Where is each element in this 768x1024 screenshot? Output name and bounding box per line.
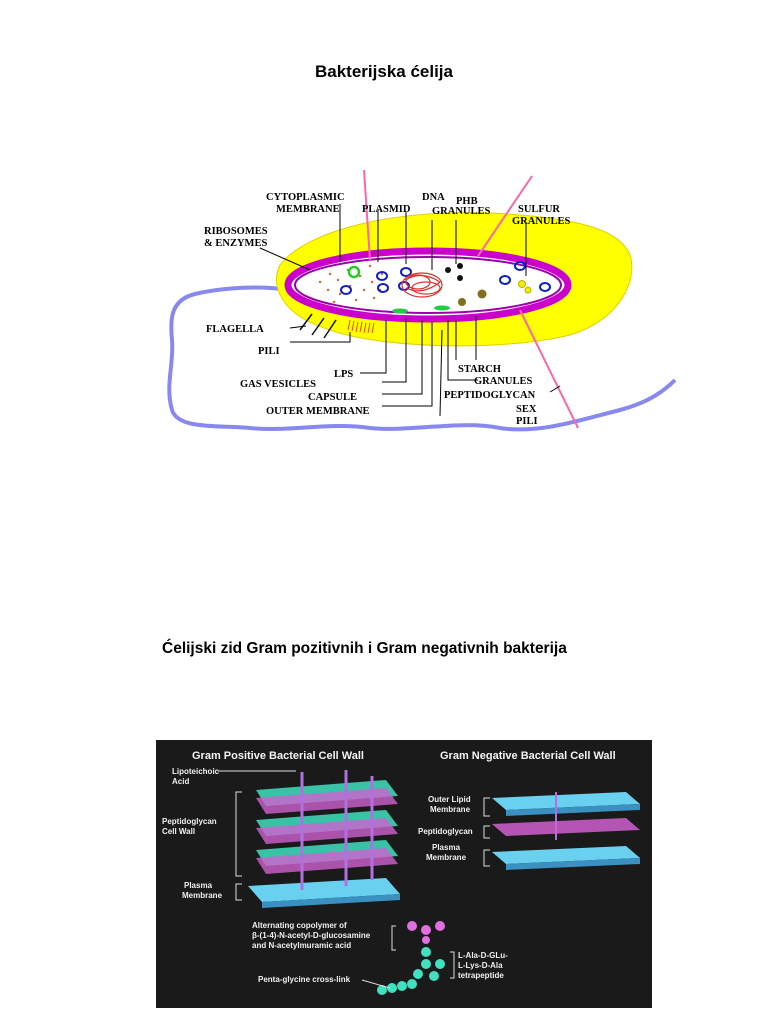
label-tetra-1: L-Ala-D-GLu- xyxy=(458,951,508,960)
label-flagella: FLAGELLA xyxy=(206,324,264,335)
green-plasmid xyxy=(347,265,361,279)
label-sex: SEX xyxy=(516,404,537,415)
pili xyxy=(299,313,337,339)
label-pentaglycine: Penta-glycine cross-link xyxy=(258,975,351,984)
label-copolymer-2: β-(1-4)-N-acetyl-D-glucosamine xyxy=(252,931,371,940)
label-cytoplasmic: CYTOPLASMIC xyxy=(266,192,345,203)
label-outer-membrane: OUTER MEMBRANE xyxy=(266,406,370,417)
label-plasma-1: Plasma xyxy=(184,881,213,890)
label-peptidoglycan-cw-2: Cell Wall xyxy=(162,827,195,836)
label-ribosomes: RIBOSOMES xyxy=(204,226,268,237)
label-peptidoglycan-neg: Peptidoglycan xyxy=(418,827,473,836)
sex-pilus-right xyxy=(477,175,533,257)
label-plasma-neg-2: Membrane xyxy=(426,853,467,862)
label-outer-lipid-2: Membrane xyxy=(430,805,471,814)
plasmids xyxy=(340,261,551,295)
label-peptidoglycan-cw-1: Peptidoglycan xyxy=(162,817,217,826)
figure-background xyxy=(156,740,652,1008)
cell-title: Bakterijska ćelija xyxy=(315,62,453,81)
label-plasmid: PLASMID xyxy=(362,204,411,215)
label-capsule: CAPSULE xyxy=(308,392,357,403)
label-plasma-2: Membrane xyxy=(182,891,223,900)
label-granules-sulfur: GRANULES xyxy=(512,216,571,227)
sulfur-granules xyxy=(518,280,532,294)
gram-positive-layers xyxy=(248,770,400,908)
gram-negative-title: Gram Negative Bacterial Cell Wall xyxy=(440,750,616,762)
label-starch: STARCH xyxy=(458,364,501,375)
label-enzymes: & ENZYMES xyxy=(204,238,267,249)
leader-lines xyxy=(259,204,561,417)
label-copolymer-1: Alternating copolymer of xyxy=(252,921,347,930)
sex-pilus-bottom xyxy=(519,309,579,429)
gas-vesicles xyxy=(392,305,450,314)
label-phb: PHB xyxy=(456,196,478,207)
label-dna: DNA xyxy=(422,192,445,203)
sex-pilus-left xyxy=(363,170,371,261)
label-granules-starch: GRANULES xyxy=(474,376,533,387)
label-plasma-neg-1: Plasma xyxy=(432,843,461,852)
gram-cell-wall-figure: Gram Positive Bacterial Cell Wall Gram N… xyxy=(156,740,652,1008)
label-copolymer-3: and N-acetylmuramic acid xyxy=(252,941,351,950)
cell-wall-title: Ćelijski zid Gram pozitivnih i Gram nega… xyxy=(162,640,567,657)
bacterial-cell-diagram: CYTOPLASMIC MEMBRANE PLASMID DNA PHB GRA… xyxy=(167,170,677,432)
label-lps: LPS xyxy=(334,369,353,380)
dna xyxy=(401,272,443,298)
label-tetra-2: L-Lys-D-Ala xyxy=(458,961,503,970)
label-granules-phb: GRANULES xyxy=(432,206,491,217)
starch-granules xyxy=(458,289,487,306)
lps xyxy=(347,319,375,334)
cytoplasmic-membrane xyxy=(294,256,562,314)
label-tetra-3: tetrapeptide xyxy=(458,971,504,980)
label-lipoteichoic-2: Acid xyxy=(172,777,189,786)
label-sex-pili: PILI xyxy=(516,416,538,427)
gram-negative-layers xyxy=(492,792,640,870)
peptidoglycan-structure xyxy=(377,921,445,995)
label-pili: PILI xyxy=(258,346,280,357)
label-outer-lipid-1: Outer Lipid xyxy=(428,795,471,804)
label-sulfur: SULFUR xyxy=(518,204,560,215)
label-membrane: MEMBRANE xyxy=(276,204,340,215)
ribosomes xyxy=(318,264,384,304)
label-gas-vesicles: GAS VESICLES xyxy=(240,379,316,390)
gram-positive-title: Gram Positive Bacterial Cell Wall xyxy=(192,750,364,762)
label-peptidoglycan: PEPTIDOGLYCAN xyxy=(444,390,536,401)
label-lipoteichoic-1: Lipoteichoic xyxy=(172,767,220,776)
phb-granules xyxy=(445,263,463,281)
